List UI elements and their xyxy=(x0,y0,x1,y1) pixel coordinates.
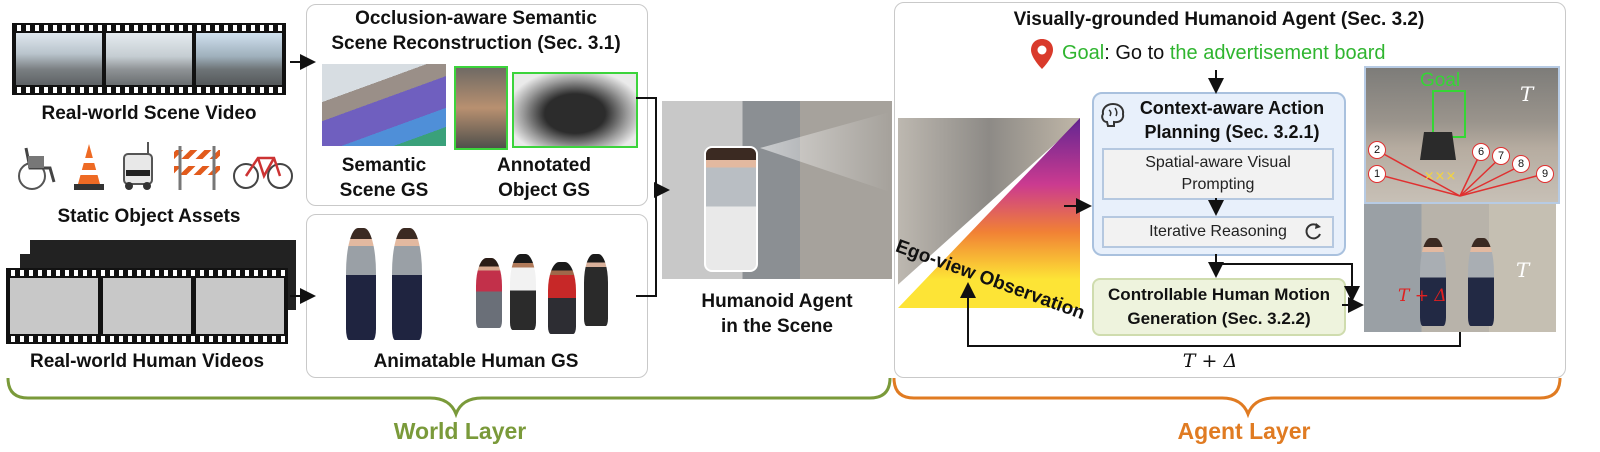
human-frame xyxy=(196,278,284,334)
svg-text:×××: ××× xyxy=(1424,169,1457,184)
prompting-line2: Prompting xyxy=(1181,176,1255,193)
human-figure xyxy=(346,228,376,340)
agent-title: Visually-grounded Humanoid Agent (Sec. 3… xyxy=(1013,9,1425,30)
scene-frame xyxy=(196,33,282,85)
annotated-gs-label-line2: Object GS xyxy=(498,180,590,201)
motion-result-image xyxy=(1364,204,1556,332)
scene-video-label: Real-world Scene Video xyxy=(41,103,257,124)
annotated-gs-label-line1: Annotated xyxy=(497,155,591,176)
motion-line2: Generation (Sec. 3.2.2) xyxy=(1127,309,1311,328)
semantic-gs-label-line2: Scene GS xyxy=(339,180,429,201)
scene-video-filmstrip xyxy=(12,23,286,95)
world-layer-brace xyxy=(6,377,892,419)
reasoning-label: Iterative Reasoning xyxy=(1149,223,1287,240)
object-assets-label: Static Object Assets xyxy=(57,206,241,227)
humanoid-label-line1: Humanoid Agent xyxy=(701,291,853,312)
prompting-line1: Spatial-aware Visual xyxy=(1145,154,1291,171)
humanoid-label-line2: in the Scene xyxy=(721,316,833,337)
marker-circle: 9 xyxy=(1536,165,1554,183)
marker-circle: 7 xyxy=(1492,147,1510,165)
human-figure xyxy=(392,228,422,340)
human-figure xyxy=(548,262,576,334)
human-video-filmstrip xyxy=(6,268,288,344)
world-layer-label: World Layer xyxy=(393,418,527,444)
planning-title-line1: Context-aware Action xyxy=(1139,98,1325,118)
human-frame xyxy=(103,278,191,334)
goal-target: the advertisement board xyxy=(1169,42,1386,64)
goal-line: Goal: Go to the advertisement board xyxy=(1062,40,1386,66)
marker-circle: 2 xyxy=(1368,141,1386,159)
agent-layer-label: Agent Layer xyxy=(1177,418,1311,444)
marker-circle: 1 xyxy=(1368,165,1386,183)
goal-tag: Goal xyxy=(1420,70,1461,91)
annotated-object-box xyxy=(512,72,638,148)
traffic-cone-icon xyxy=(72,140,106,192)
humanoid-highlight-box xyxy=(704,146,758,272)
agent-layer-brace xyxy=(892,377,1562,419)
visual-prompting-box: Spatial-aware Visual Prompting xyxy=(1102,148,1334,200)
goal-mid: : Go to xyxy=(1104,42,1170,64)
refresh-icon xyxy=(1302,220,1324,242)
goal-marker-image xyxy=(1364,66,1560,204)
animatable-human-label: Animatable Human GS xyxy=(373,351,579,372)
location-pin-icon xyxy=(1030,38,1054,70)
semantic-gs-label-line1: Semantic xyxy=(341,155,427,176)
annotated-object-box xyxy=(454,66,508,150)
motion-line1: Controllable Human Motion xyxy=(1108,285,1330,304)
t-tag: T xyxy=(1520,82,1534,106)
scene-frame xyxy=(106,33,192,85)
reconstruction-title-line2: Scene Reconstruction (Sec. 3.1) xyxy=(331,33,621,54)
motion-generation-box: Controllable Human Motion Generation (Se… xyxy=(1092,278,1346,336)
t-delta-tag: T + Δ xyxy=(1398,286,1447,306)
human-frame xyxy=(10,278,98,334)
marker-circle: 6 xyxy=(1472,143,1490,161)
t2-tag: T xyxy=(1516,258,1530,282)
iterative-reasoning-box: Iterative Reasoning xyxy=(1102,216,1334,248)
time-step-label: T + Δ xyxy=(1182,350,1238,372)
human-figure xyxy=(1420,238,1446,326)
bicycle-icon xyxy=(232,144,294,192)
reconstruction-title-line1: Occlusion-aware Semantic xyxy=(355,8,597,29)
human-figure xyxy=(584,254,608,326)
semantic-scene-image xyxy=(322,64,446,146)
human-figure xyxy=(510,254,536,330)
human-figure xyxy=(1468,238,1494,326)
brain-icon xyxy=(1098,100,1128,130)
marker-circle: 8 xyxy=(1512,155,1530,173)
scene-frame xyxy=(16,33,102,85)
delivery-robot-icon xyxy=(118,140,158,192)
goal-word: Goal xyxy=(1062,42,1105,64)
road-barrier-icon xyxy=(172,140,222,192)
human-figure xyxy=(476,258,502,328)
wheelchair-icon xyxy=(12,140,62,192)
human-videos-label: Real-world Human Videos xyxy=(29,351,265,372)
planning-title-line2: Planning (Sec. 3.2.1) xyxy=(1144,122,1320,142)
